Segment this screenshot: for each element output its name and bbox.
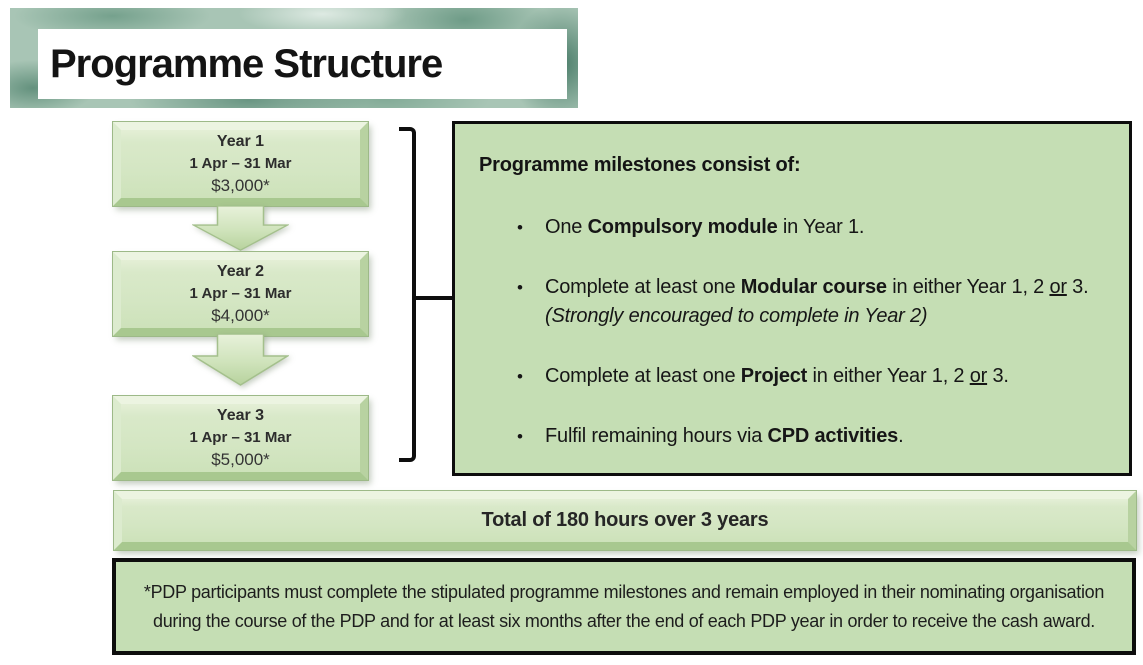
down-arrow-icon [192,334,289,386]
milestone-item: Complete at least one Project in either … [517,362,1109,391]
milestones-panel: Programme milestones consist of: One Com… [452,121,1132,476]
year-2-box: Year 2 1 Apr – 31 Mar $4,000* [113,252,368,336]
bracket-connector [399,127,416,462]
milestone-text-underline: or [1049,276,1067,298]
milestone-text: Complete at least one [545,365,741,387]
title-plate: Programme Structure [38,29,567,99]
milestone-text-bold: Compulsory module [587,216,778,238]
milestone-text: 3. [1066,276,1089,298]
title-banner: Programme Structure [10,8,578,108]
year-3-box: Year 3 1 Apr – 31 Mar $5,000* [113,396,368,480]
year-period: 1 Apr – 31 Mar [189,429,292,446]
milestone-text: Complete at least one [545,276,741,298]
year-period: 1 Apr – 31 Mar [189,155,292,172]
milestones-heading: Programme milestones consist of: [479,154,801,176]
page-title: Programme Structure [50,41,443,86]
year-amount: $4,000* [211,306,270,325]
down-arrow-icon [192,206,289,251]
total-hours-label: Total of 180 hours over 3 years [481,509,769,531]
bracket-stem [416,296,452,300]
milestone-text-bold: CPD activities [767,425,899,447]
year-period: 1 Apr – 31 Mar [189,285,292,302]
milestone-text: in either Year 1, 2 [886,276,1050,298]
year-amount: $3,000* [211,176,270,195]
footnote-box: *PDP participants must complete the stip… [112,558,1136,655]
milestone-text-bold: Project [740,365,808,387]
milestone-item: One Compulsory module in Year 1. [517,213,1109,242]
year-title: Year 1 [216,133,265,150]
milestone-text-bold: Modular course [740,276,887,298]
milestone-text: in either Year 1, 2 [807,365,970,387]
milestones-list: One Compulsory module in Year 1. Complet… [517,213,1109,451]
milestone-text-italic: (Strongly encouraged to complete in Year… [545,305,928,327]
milestone-item: Complete at least one Modular course in … [517,273,1109,331]
milestone-text-underline: or [969,365,988,387]
year-title: Year 2 [216,263,265,280]
milestone-text: . [898,425,904,447]
milestone-item: Fulfil remaining hours via CPD activitie… [517,422,1109,451]
year-amount: $5,000* [211,450,270,469]
milestone-text: One [545,216,588,238]
milestone-text: Fulfil remaining hours via [545,425,768,447]
milestone-text: in Year 1. [777,216,865,238]
milestone-text: 3. [987,365,1009,387]
year-title: Year 3 [216,407,265,424]
year-1-box: Year 1 1 Apr – 31 Mar $3,000* [113,122,368,206]
footnote-text: *PDP participants must complete the stip… [143,581,1105,631]
total-hours-bar: Total of 180 hours over 3 years [114,491,1136,550]
